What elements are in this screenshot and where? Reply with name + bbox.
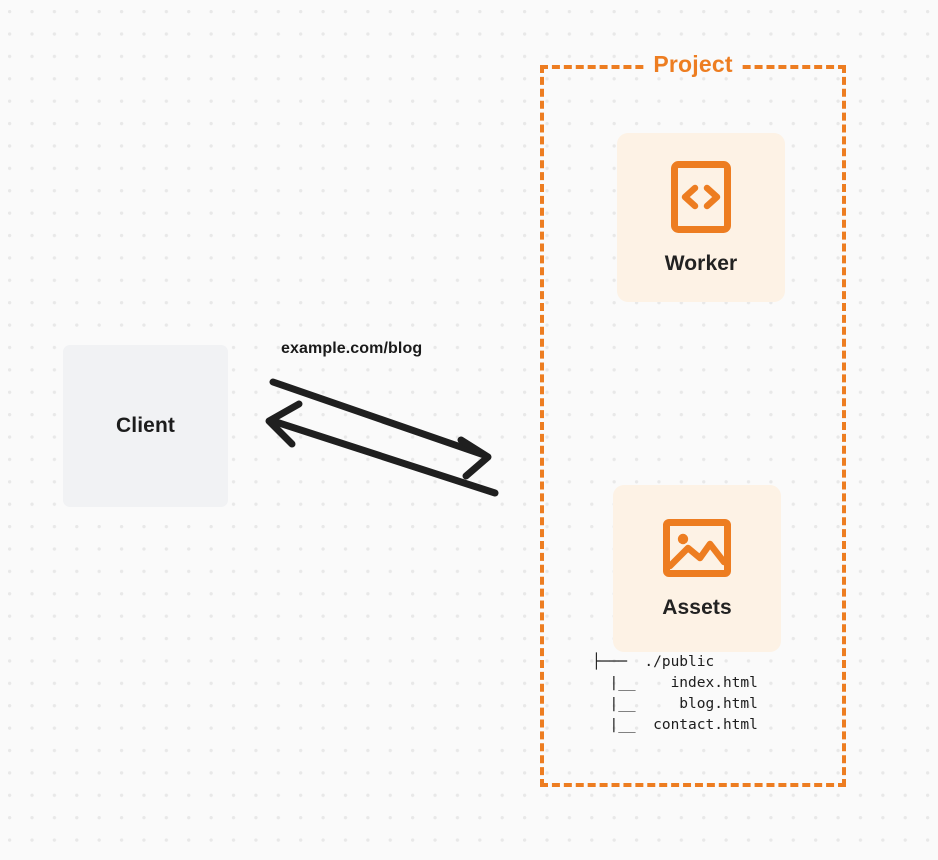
request-url-label: example.com/blog xyxy=(281,340,423,357)
client-label: Client xyxy=(116,414,175,437)
assets-card-label: Assets xyxy=(662,595,732,619)
project-group-label: Project xyxy=(646,53,740,77)
request-arrow xyxy=(269,378,492,480)
worker-card-label: Worker xyxy=(664,251,738,275)
assets-card[interactable]: Assets xyxy=(613,485,781,652)
image-icon xyxy=(662,518,732,578)
worker-card[interactable]: Worker xyxy=(617,133,785,302)
response-arrow xyxy=(265,400,499,497)
code-brackets-icon xyxy=(670,160,732,234)
client-node[interactable]: Client xyxy=(63,345,228,507)
project-group: Project Worker Assets xyxy=(540,53,846,787)
assets-file-tree: ├─── ./public |__ index.html |__ blog.ht… xyxy=(592,654,758,733)
